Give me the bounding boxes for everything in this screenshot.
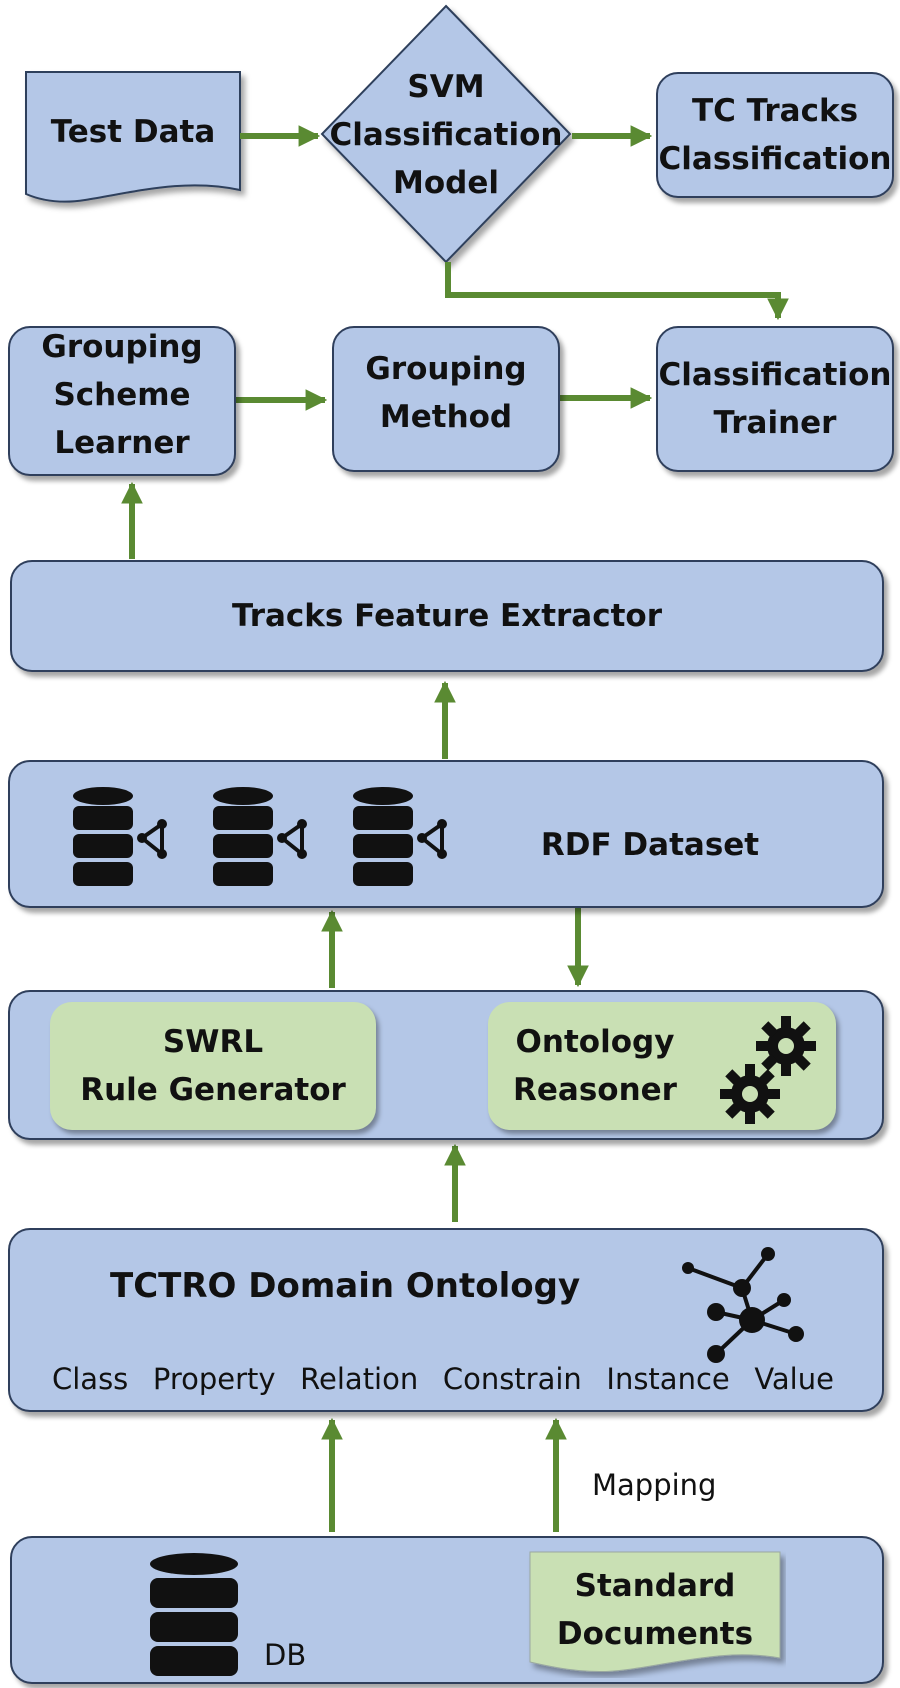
ontology-attr-constrain: Constrain [442, 1362, 582, 1396]
arrow-svm-to-trainer [445, 262, 789, 321]
ontology-attr-value: Value [754, 1362, 834, 1396]
mapping-label: Mapping [592, 1468, 717, 1502]
feature-extractor-box [10, 560, 884, 672]
grouping-method-label: Grouping Method [365, 351, 527, 435]
grouping-scheme-label: Grouping Scheme Learner [41, 329, 203, 461]
gears-icon [720, 1016, 816, 1124]
swrl-box [50, 1002, 376, 1130]
database-graph-icon [73, 787, 167, 886]
database-icon [150, 1553, 238, 1676]
tc-tracks-box [656, 72, 894, 198]
swrl-label: SWRL Rule Generator [80, 1024, 346, 1108]
ontology-title: TCTRO Domain Ontology [110, 1266, 581, 1306]
rdf-dataset-box [8, 760, 884, 908]
test-data-label: Test Data [50, 114, 216, 150]
reasoner-label: Ontology Reasoner [513, 1024, 677, 1108]
network-graph-icon [682, 1247, 804, 1363]
grouping-scheme-box [8, 326, 236, 476]
svm-model-label: SVM Classification Model [329, 69, 563, 201]
database-graph-icon [213, 787, 307, 886]
ontology-attr-property: Property [152, 1362, 276, 1396]
ontology-attr-class: Class [52, 1362, 129, 1396]
classification-trainer-box [656, 326, 894, 472]
tc-tracks-label: TC Tracks Classification [658, 93, 892, 177]
test-data-shape [25, 71, 241, 203]
db-label: DB [264, 1638, 307, 1672]
standard-docs-label: Standard Documents [556, 1568, 754, 1652]
database-graph-icon [353, 787, 447, 886]
ontology-box [8, 1228, 884, 1412]
reasoner-box [488, 1002, 836, 1130]
ontology-attributes: Class Property Relation Constrain Instan… [52, 1362, 834, 1402]
document-icon [529, 1551, 781, 1673]
ontology-attr-instance: Instance [606, 1362, 730, 1396]
rdf-dataset-label: RDF Dataset [540, 827, 760, 863]
ontology-attr-relation: Relation [300, 1362, 419, 1396]
grouping-method-box [332, 326, 560, 472]
classification-trainer-label: Classification Trainer [658, 357, 892, 441]
feature-extractor-label: Tracks Feature Extractor [231, 598, 663, 634]
